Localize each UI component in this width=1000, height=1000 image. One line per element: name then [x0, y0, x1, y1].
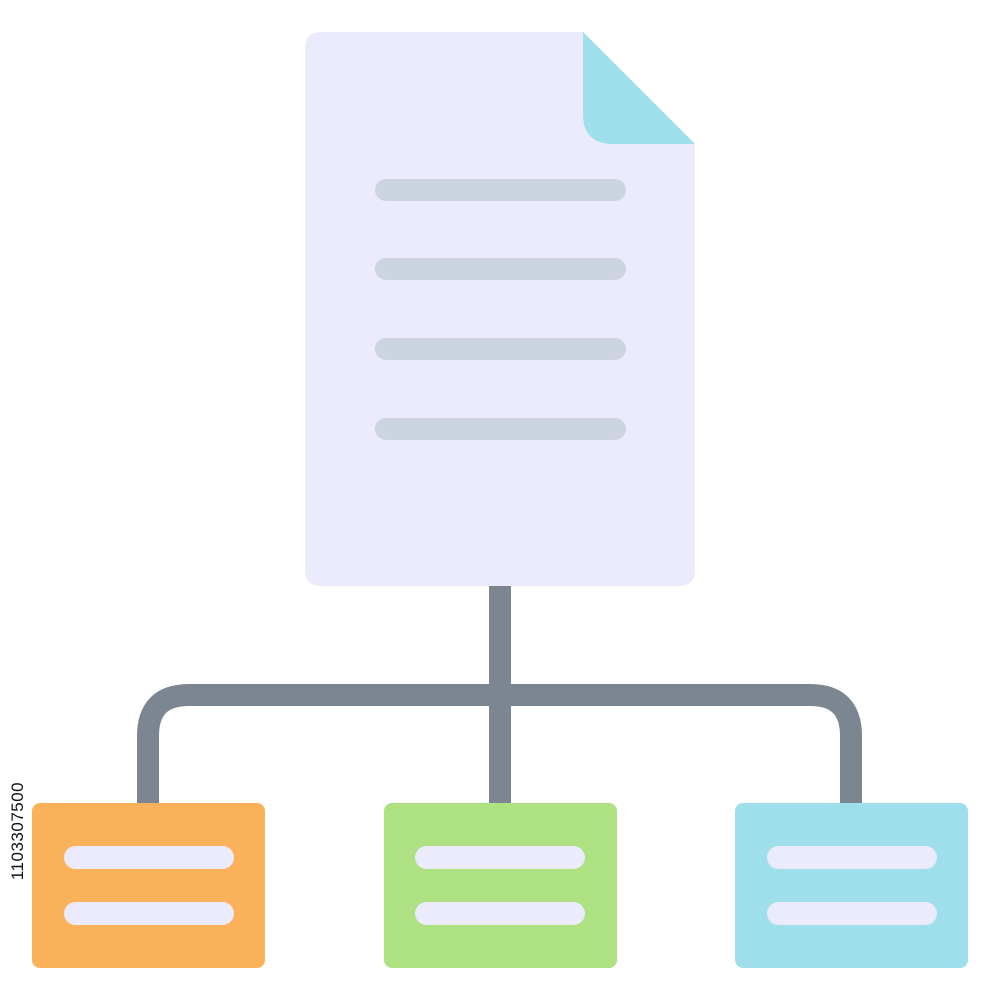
- child-box-left: [32, 803, 265, 968]
- document: [305, 32, 695, 586]
- connector-lines: [137, 585, 862, 805]
- child-box: [735, 803, 968, 968]
- document-text-line: [375, 258, 626, 280]
- child-box-line: [767, 846, 937, 869]
- document-text-line: [375, 418, 626, 440]
- child-box-line: [64, 902, 234, 925]
- stock-id-text: 1103307500: [8, 781, 28, 881]
- child-box: [384, 803, 617, 968]
- document-folded-corner: [583, 32, 695, 144]
- child-box-center: [384, 803, 617, 968]
- child-box-right: [735, 803, 968, 968]
- child-box-line: [64, 846, 234, 869]
- child-box-line: [415, 846, 585, 869]
- child-box-line: [767, 902, 937, 925]
- stock-id-label: 1103307500: [6, 757, 30, 905]
- child-box-line: [415, 902, 585, 925]
- document-page: [305, 32, 695, 586]
- document-text-line: [375, 179, 626, 201]
- child-box: [32, 803, 265, 968]
- document-text-line: [375, 338, 626, 360]
- horizontal-branch-line: [137, 684, 862, 805]
